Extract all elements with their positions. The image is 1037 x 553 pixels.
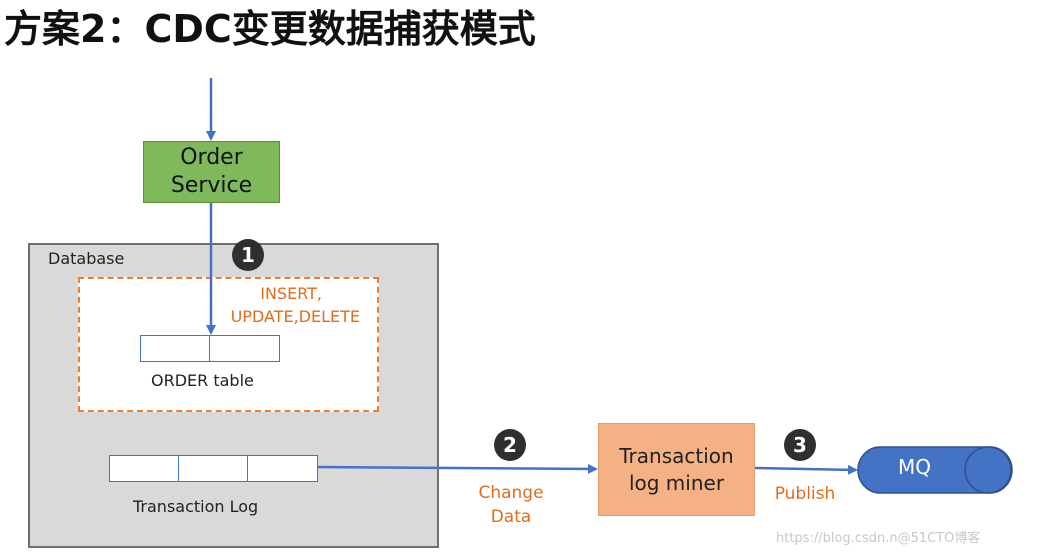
page-title: 方案2：CDC变更数据捕获模式: [4, 7, 536, 51]
order-table-region: [78, 277, 379, 412]
order-table-cell: [209, 335, 280, 362]
insert-label: INSERT,: [260, 284, 322, 303]
database-label: Database: [48, 249, 125, 268]
update-delete-label: UPDATE,DELETE: [230, 307, 360, 326]
publish-label: Publish: [774, 484, 836, 504]
order-service-box: Order Service: [143, 141, 280, 203]
step-1-badge: 1: [232, 239, 264, 271]
miner-line1: Transaction: [619, 443, 734, 468]
transaction-log-label: Transaction Log: [133, 497, 259, 516]
step-3-badge: 3: [784, 429, 816, 461]
miner-line2: log miner: [628, 470, 725, 495]
transaction-log-cell: [247, 455, 318, 482]
step-2-badge: 2: [494, 429, 526, 461]
change-data-line1: Change: [478, 483, 544, 503]
arrow-to-miner: [317, 463, 598, 474]
watermark: https://blog.csdn.n@51CTO博客: [776, 531, 981, 546]
transaction-log-miner-box: Transaction log miner: [598, 423, 755, 516]
order-service-line2: Service: [170, 173, 253, 198]
order-service-line1: Order: [180, 145, 243, 170]
order-table-label: ORDER table: [151, 371, 254, 390]
change-data-line2: Data: [490, 507, 532, 527]
mq-queue-icon: [857, 446, 1013, 494]
arrow-to-mq: [754, 464, 858, 475]
mq-label: MQ: [898, 455, 931, 479]
